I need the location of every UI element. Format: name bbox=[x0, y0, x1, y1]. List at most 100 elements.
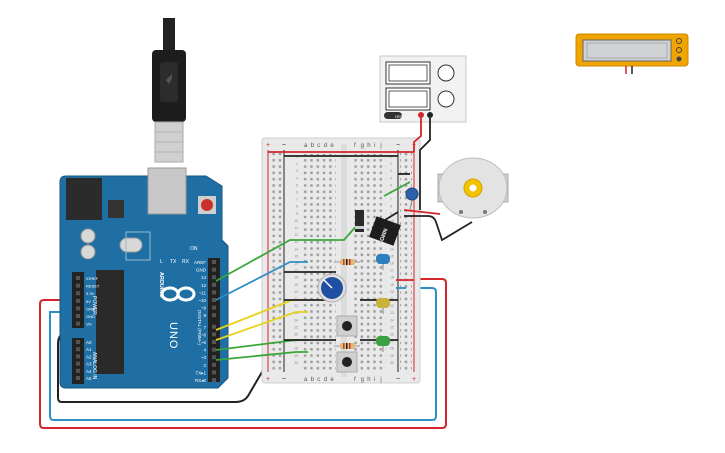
column-label: d bbox=[324, 143, 327, 149]
right-power-rail[interactable] bbox=[400, 152, 412, 372]
analog-pin-socket[interactable] bbox=[76, 376, 80, 380]
digital-header bbox=[208, 258, 220, 382]
digital-pin-socket[interactable] bbox=[212, 355, 216, 360]
row-label: 6 bbox=[296, 191, 298, 195]
column-label: g bbox=[361, 377, 364, 383]
digital-pin-socket[interactable] bbox=[212, 347, 216, 352]
row-label: 8 bbox=[296, 205, 298, 209]
power-pin-socket[interactable] bbox=[76, 321, 80, 326]
digital-pin-label: 8 bbox=[203, 313, 206, 318]
resistor-1[interactable] bbox=[334, 259, 360, 265]
power-pin-socket[interactable] bbox=[76, 306, 80, 311]
arduino-uno-board[interactable] bbox=[59, 167, 229, 389]
analog-header bbox=[72, 338, 84, 384]
left-power-rail[interactable] bbox=[270, 152, 282, 372]
digital-pin-socket[interactable] bbox=[212, 313, 216, 318]
led-blue[interactable] bbox=[376, 254, 390, 270]
row-label: 16 bbox=[294, 262, 298, 266]
row-label: 2 bbox=[296, 162, 298, 166]
digital-pin-label: ~11 bbox=[199, 290, 207, 295]
pushbutton-1[interactable] bbox=[336, 315, 358, 337]
row-label: 9 bbox=[390, 212, 392, 216]
analog-pin-label: A0 bbox=[86, 340, 92, 345]
power-pin-socket[interactable] bbox=[76, 283, 80, 288]
row-label: 24 bbox=[390, 318, 394, 322]
digital-pin-socket[interactable] bbox=[212, 290, 216, 295]
led-yellow[interactable] bbox=[376, 298, 390, 314]
led-green[interactable] bbox=[376, 336, 390, 352]
row-label: 28 bbox=[390, 347, 394, 351]
row-label: 4 bbox=[296, 176, 298, 180]
power-switch-label: OFF bbox=[395, 114, 404, 119]
lcd-display[interactable] bbox=[575, 33, 689, 74]
voltage-display bbox=[385, 61, 431, 85]
digital-pin-dots bbox=[212, 260, 216, 382]
digital-pin-label: 13 bbox=[201, 275, 207, 280]
dc-motor[interactable] bbox=[437, 157, 509, 219]
analog-pin-socket[interactable] bbox=[76, 361, 80, 366]
digital-pin-label: TX▸1 bbox=[195, 370, 206, 375]
power-pin-socket[interactable] bbox=[76, 298, 80, 303]
row-label: 7 bbox=[390, 198, 392, 202]
digital-pin-socket[interactable] bbox=[212, 305, 216, 310]
potentiometer[interactable] bbox=[317, 273, 347, 303]
digital-pin-socket[interactable] bbox=[212, 332, 216, 337]
diode[interactable] bbox=[355, 210, 364, 232]
analog-pin-label: A4 bbox=[86, 369, 92, 374]
analog-pin-socket[interactable] bbox=[76, 340, 80, 344]
row-label: 30 bbox=[390, 361, 394, 365]
row-label: 4 bbox=[390, 176, 392, 180]
power-pin-socket[interactable] bbox=[76, 276, 80, 280]
row-label: 21 bbox=[390, 297, 394, 301]
row-label: 18 bbox=[390, 276, 394, 280]
negative-terminal[interactable] bbox=[427, 112, 433, 118]
breadboard-row-labels: 1122334455667788991010111112121313141415… bbox=[294, 155, 394, 365]
column-label: i bbox=[374, 143, 375, 149]
column-label: f bbox=[354, 143, 356, 149]
resistor-2[interactable] bbox=[334, 343, 360, 349]
digital-pin-socket[interactable] bbox=[212, 362, 216, 367]
row-label: 20 bbox=[294, 290, 298, 294]
digital-pin-label: ~10 bbox=[198, 298, 206, 303]
digital-pin-socket[interactable] bbox=[212, 370, 216, 375]
analog-pin-label: A5 bbox=[86, 376, 92, 381]
row-label: 9 bbox=[296, 212, 298, 216]
row-label: 15 bbox=[294, 254, 298, 258]
digital-pin-socket[interactable] bbox=[212, 378, 216, 382]
digital-pin-socket[interactable] bbox=[212, 298, 216, 302]
analog-pin-socket[interactable] bbox=[76, 347, 80, 352]
rail-minus-bottom-left: − bbox=[282, 376, 286, 383]
power-switch[interactable] bbox=[384, 112, 402, 119]
row-label: 11 bbox=[294, 226, 298, 230]
row-label: 5 bbox=[390, 183, 392, 187]
digital-pin-socket[interactable] bbox=[212, 282, 216, 287]
pushbutton-2[interactable] bbox=[336, 351, 358, 373]
digital-pin-socket[interactable] bbox=[212, 340, 216, 344]
power-pin-label: 3.3V bbox=[86, 291, 95, 296]
digital-pin-socket[interactable] bbox=[212, 260, 216, 264]
dc-power-supply[interactable] bbox=[379, 55, 467, 123]
column-label: j bbox=[379, 143, 381, 149]
current-knob[interactable] bbox=[437, 90, 455, 108]
voltage-knob[interactable] bbox=[437, 64, 455, 82]
digital-pin-socket[interactable] bbox=[212, 324, 216, 329]
nmos-transistor[interactable] bbox=[369, 216, 401, 246]
positive-terminal[interactable] bbox=[418, 112, 424, 118]
digital-pin-label: 2 bbox=[203, 363, 206, 368]
power-pin-label: GND bbox=[86, 314, 95, 319]
usb-cable[interactable] bbox=[152, 18, 186, 163]
digital-pin-socket[interactable] bbox=[212, 275, 216, 280]
row-label: 22 bbox=[294, 304, 298, 308]
analog-pin-socket[interactable] bbox=[76, 354, 80, 359]
digital-pin-socket[interactable] bbox=[212, 267, 216, 272]
power-pin-socket[interactable] bbox=[76, 314, 80, 318]
row-label: 3 bbox=[390, 169, 392, 173]
row-label: 19 bbox=[294, 283, 298, 287]
row-label: 5 bbox=[296, 183, 298, 187]
analog-pin-socket[interactable] bbox=[76, 368, 80, 373]
power-pin-socket[interactable] bbox=[76, 291, 80, 296]
capacitor[interactable] bbox=[405, 187, 419, 211]
